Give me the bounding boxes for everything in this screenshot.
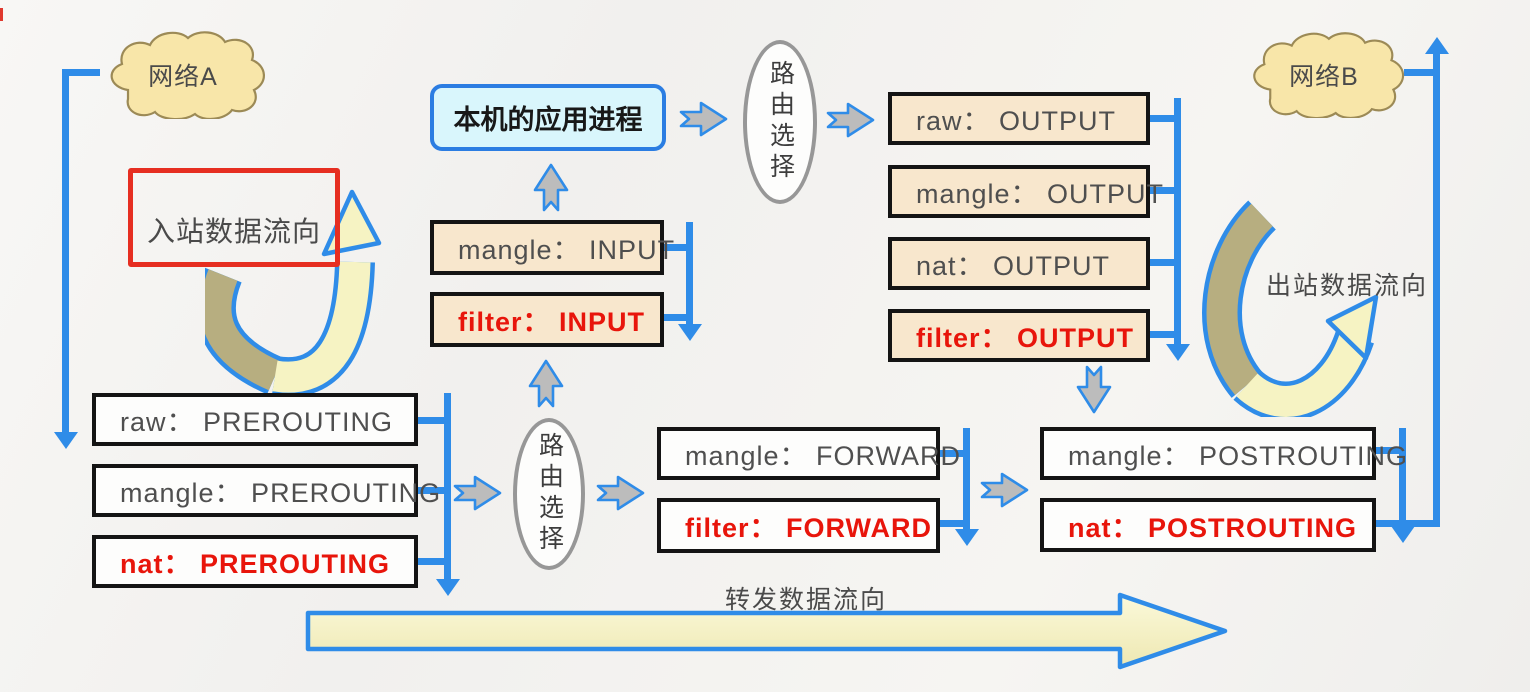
cloud-network-b: 网络B — [1238, 28, 1410, 120]
arrowhead-into-prerouting — [54, 432, 78, 449]
chain-box-nat-prerouting: nat： PREROUTING — [92, 535, 418, 588]
cloud-shape-icon — [1253, 32, 1405, 120]
line-input-stub-filter — [660, 314, 689, 321]
chevron-process-to-routing-icon — [679, 101, 728, 137]
chevron-forward-to-postrouting-icon — [980, 472, 1029, 508]
line-forward-vertical — [963, 428, 970, 531]
line-prerouting-stub-mangle — [414, 487, 447, 494]
outbound-curved-arrow-icon — [1202, 200, 1379, 417]
inbound-flow-note: 入站数据流向 — [128, 168, 340, 267]
line-output-stub-filter — [1147, 331, 1177, 338]
chain-box-mangle-postrouting: mangle： POSTROUTING — [1040, 427, 1407, 480]
chain-box-mangle-prerouting: mangle： PREROUTING — [92, 464, 440, 517]
line-postrouting-stub-mangle — [1373, 447, 1402, 454]
chevron-routing-to-output-icon — [826, 102, 875, 138]
local-process-box: 本机的应用进程 — [430, 84, 666, 151]
network-b-label: 网络B — [1289, 63, 1359, 91]
chain-box-filter-output: filter： OUTPUT — [888, 309, 1150, 362]
arrowhead-into-netb — [1425, 37, 1449, 54]
chain-box-filter-forward: filter： FORWARD — [657, 498, 940, 553]
arrowhead-input-down — [678, 324, 702, 341]
chevron-prerouting-to-routing-icon — [453, 475, 502, 511]
forward-flow-arrow — [305, 592, 1228, 670]
routing-decision-top-label: 路由选择 — [766, 60, 795, 184]
line-neta-horizontal — [64, 69, 100, 76]
line-output-stub-nat — [1147, 259, 1177, 266]
line-output-vertical — [1174, 98, 1181, 346]
cloud-shape-icon — [110, 31, 265, 121]
line-prerouting-vertical — [444, 393, 451, 581]
line-netb-horizontal — [1404, 69, 1436, 76]
chain-box-mangle-output: mangle： OUTPUT — [888, 165, 1163, 218]
line-input-stub-mangle — [660, 244, 689, 251]
arrowhead-output-down — [1166, 344, 1190, 361]
chain-box-nat-output: nat： OUTPUT — [888, 237, 1150, 290]
line-forward-stub-filter — [937, 520, 966, 527]
line-postrouting-vertical — [1399, 428, 1406, 528]
line-input-vertical — [686, 222, 693, 326]
chevron-output-to-postrouting-icon — [1076, 365, 1112, 414]
routing-decision-top: 路由选择 — [743, 40, 817, 204]
arrowhead-forward-down — [955, 529, 979, 546]
line-output-stub-raw — [1147, 115, 1177, 122]
chevron-routing-to-forward-icon — [596, 475, 645, 511]
arrowhead-postrouting-down — [1391, 526, 1415, 543]
chevron-routing-to-input-icon — [528, 359, 564, 408]
line-prerouting-stub-nat — [414, 558, 447, 565]
cloud-network-a: 网络A — [95, 27, 271, 121]
forward-flow-label: 转发数据流向 — [725, 586, 888, 614]
line-output-stub-mangle — [1147, 187, 1177, 194]
arrowhead-prerouting-down — [436, 579, 460, 596]
chain-box-raw-output: raw： OUTPUT — [888, 92, 1150, 145]
screen-edge-artifact — [0, 8, 3, 21]
line-neta-vertical — [62, 69, 69, 434]
routing-decision-bottom-label: 路由选择 — [535, 432, 564, 556]
outbound-flow-label: 出站数据流向 — [1266, 272, 1429, 300]
network-a-label: 网络A — [148, 63, 218, 91]
chain-box-filter-input: filter： INPUT — [430, 292, 664, 347]
line-prerouting-stub-raw — [414, 417, 447, 424]
chevron-input-to-process-icon — [533, 163, 569, 212]
line-netb-vertical — [1433, 54, 1440, 527]
chain-box-mangle-forward: mangle： FORWARD — [657, 427, 960, 480]
chain-box-raw-prerouting: raw： PREROUTING — [92, 393, 418, 446]
chain-box-nat-postrouting: nat： POSTROUTING — [1040, 498, 1376, 552]
routing-decision-bottom: 路由选择 — [513, 418, 585, 570]
chain-box-mangle-input: mangle： INPUT — [430, 220, 674, 275]
line-forward-stub-mangle — [937, 450, 966, 457]
line-postrouting-to-netb — [1373, 520, 1440, 527]
